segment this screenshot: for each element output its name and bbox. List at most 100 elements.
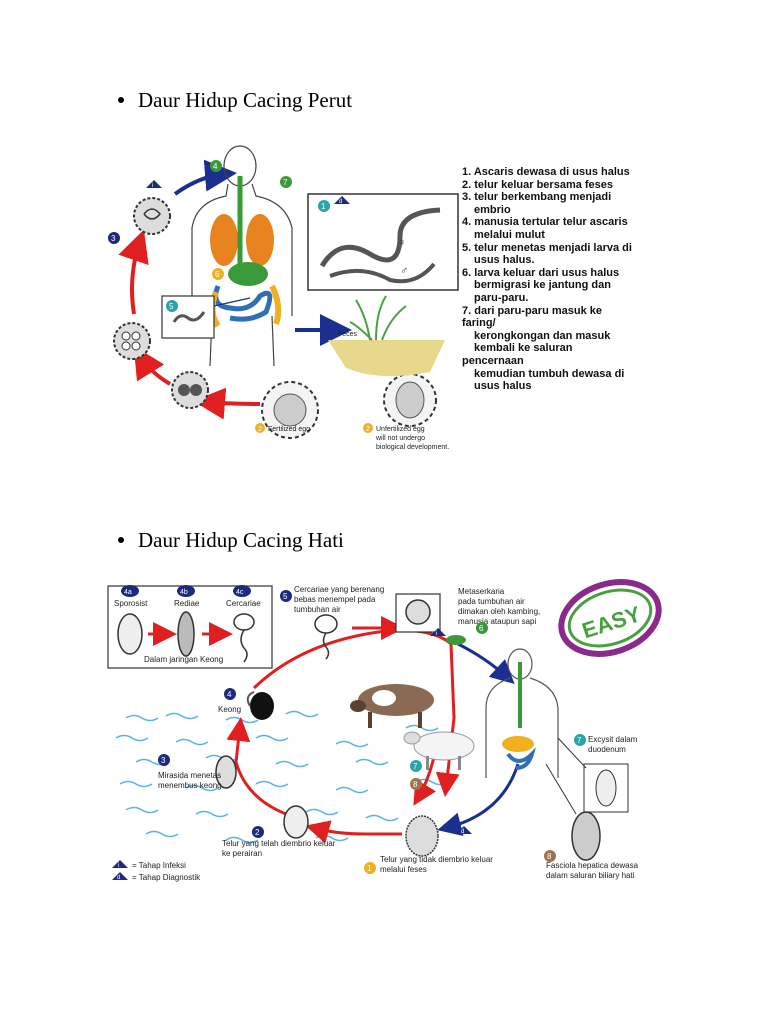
bullet-icon xyxy=(118,537,124,544)
marker-diagnostic-stage: d xyxy=(334,196,350,205)
step-line: 4. manusia tertular telur ascaris xyxy=(462,216,628,229)
mirasida-2: menembus keong xyxy=(158,781,222,790)
mirasida-1: Mirasida menetas xyxy=(158,771,221,780)
marker-5: 5 xyxy=(166,300,178,312)
marker-2-fertilized: 2 xyxy=(255,423,265,433)
adult-worm-female xyxy=(319,207,441,268)
telur-embrio-1: Telur yang telah diembrio keluar xyxy=(222,839,336,848)
svg-text:i: i xyxy=(152,183,153,189)
svg-text:6: 6 xyxy=(479,624,484,633)
legend-infective: i xyxy=(112,860,128,869)
female-symbol: ♀ xyxy=(398,237,406,249)
water-waves xyxy=(115,710,449,844)
marker-7-top: 7 xyxy=(410,760,422,772)
heading-cacing-hati-text: Daur Hidup Cacing Hati xyxy=(138,528,344,552)
svg-text:i: i xyxy=(118,863,119,869)
metaserkaria-3: dimakan oleh kambing, xyxy=(458,607,540,616)
cycle-arrow-blue-top xyxy=(173,159,237,196)
grass-icon xyxy=(349,295,407,341)
fasciola-lifecycle-diagram: 4a 4b 4c Sporosist Rediae Cercariae Dala… xyxy=(107,579,662,882)
male-symbol: ♂ xyxy=(400,265,408,277)
metacercaria-shape xyxy=(395,593,441,633)
svg-text:5: 5 xyxy=(283,592,288,601)
marker-3: 3 xyxy=(108,232,120,244)
arrow-blue-to-human xyxy=(457,642,515,685)
step-line: usus halus xyxy=(474,380,532,393)
unembryonated-egg-shape xyxy=(405,815,439,857)
legend-diagnostic: d xyxy=(112,872,128,881)
cycle-arrow-red-left xyxy=(226,717,287,816)
cercariae-desc-2: bebas menempel pada xyxy=(294,595,376,604)
bullet-icon xyxy=(118,97,124,104)
ascaris-steps-list: 1. Ascaris dewasa di usus halus 2. telur… xyxy=(462,166,662,393)
lungs-shape xyxy=(210,214,238,266)
marker-6: 6 xyxy=(476,622,488,634)
cercariae-label: Cercariae xyxy=(226,599,261,608)
step-line: usus halus. xyxy=(474,254,535,267)
marker-6: 6 xyxy=(212,268,224,280)
marker-1: 1 xyxy=(364,862,376,874)
svg-text:3: 3 xyxy=(161,756,166,765)
svg-text:1: 1 xyxy=(321,202,326,211)
metaserkaria-4: manusia ataupun sapi xyxy=(458,617,537,626)
dalam-jaringan-label: Dalam jaringan Keong xyxy=(144,655,223,664)
svg-text:1: 1 xyxy=(367,864,372,873)
legend-diagnostic-label: = Tahap Diagnostik xyxy=(132,873,201,882)
cercariae-free-shape xyxy=(314,614,338,660)
telur-tidak-2: melalui feses xyxy=(380,865,427,874)
egg-two-cell xyxy=(171,371,209,409)
step-line: 2. telur keluar bersama feses xyxy=(462,178,614,191)
rediae-shape xyxy=(177,611,195,657)
svg-text:3: 3 xyxy=(111,234,116,243)
svg-text:2: 2 xyxy=(258,426,262,433)
svg-text:EASY: EASY xyxy=(579,601,644,643)
egg-unfertilized xyxy=(383,373,437,427)
step-line: paru-paru. xyxy=(474,291,529,304)
intestine-shape xyxy=(213,285,273,322)
marker-3: 3 xyxy=(158,754,170,766)
human-body-figure-2 xyxy=(485,648,559,778)
marker-5: 5 xyxy=(280,590,292,602)
legend-infective-label: = Tahap Infeksi xyxy=(132,861,186,870)
step-line: pencernaan xyxy=(462,354,524,367)
stomach-shape xyxy=(228,262,268,286)
marker-2-unfertilized: 2 xyxy=(363,423,373,433)
fasciola-1: Fasciola hepatica dewasa xyxy=(546,861,639,870)
snail-keong-icon xyxy=(246,691,274,720)
marker-7: 7 xyxy=(280,176,292,188)
telur-embrio-2: ke perairan xyxy=(222,849,262,858)
svg-text:8: 8 xyxy=(547,852,552,861)
step-line: faring/ xyxy=(462,317,496,330)
cercariae-desc-1: Cercariae yang berenang xyxy=(294,585,384,594)
svg-text:4: 4 xyxy=(213,162,218,171)
embryonated-egg-shape xyxy=(283,805,309,839)
rediae-label: Rediae xyxy=(174,599,200,608)
unfertilized-egg-label-1: Unfertilized egg xyxy=(376,426,425,433)
cycle-arrow-red-3 xyxy=(118,229,149,315)
svg-text:7: 7 xyxy=(413,762,418,771)
svg-text:8: 8 xyxy=(413,780,418,789)
svg-text:4c: 4c xyxy=(236,589,244,596)
step-line: 3. telur berkembang menjadi xyxy=(462,191,612,204)
step-line: embrio xyxy=(474,203,511,216)
svg-text:7: 7 xyxy=(283,178,288,187)
human-body-figure xyxy=(191,145,293,367)
leaf-icon xyxy=(446,635,466,645)
miracidium-shape xyxy=(215,755,237,789)
svg-text:2: 2 xyxy=(255,828,260,837)
step-line: kerongkongan dan masuk xyxy=(474,329,611,342)
step-line: bermigrasi ke jantung dan xyxy=(474,279,611,292)
marker-8-top: 8 xyxy=(410,778,422,790)
sheep-icon xyxy=(403,731,475,770)
cycle-arrow-red-2 xyxy=(133,345,172,386)
fasciola-2: dalam saluran biliary hati xyxy=(546,871,635,880)
ascaris-lifecycle-diagram: ♀ ♂ Feces 4 7 3 1 6 5 i d 2 Fertilized e… xyxy=(108,145,459,451)
larva-shape xyxy=(172,311,206,323)
sporosist-shape xyxy=(117,613,143,655)
excyst-2: duodenum xyxy=(588,745,626,754)
svg-text:6: 6 xyxy=(215,270,220,279)
arrow-blue-to-egg xyxy=(437,763,520,836)
cycle-arrow-red-1 xyxy=(193,387,261,420)
unfertilized-egg-label-3: biological development. xyxy=(376,444,449,451)
fasciola-adult-shape xyxy=(571,811,601,861)
